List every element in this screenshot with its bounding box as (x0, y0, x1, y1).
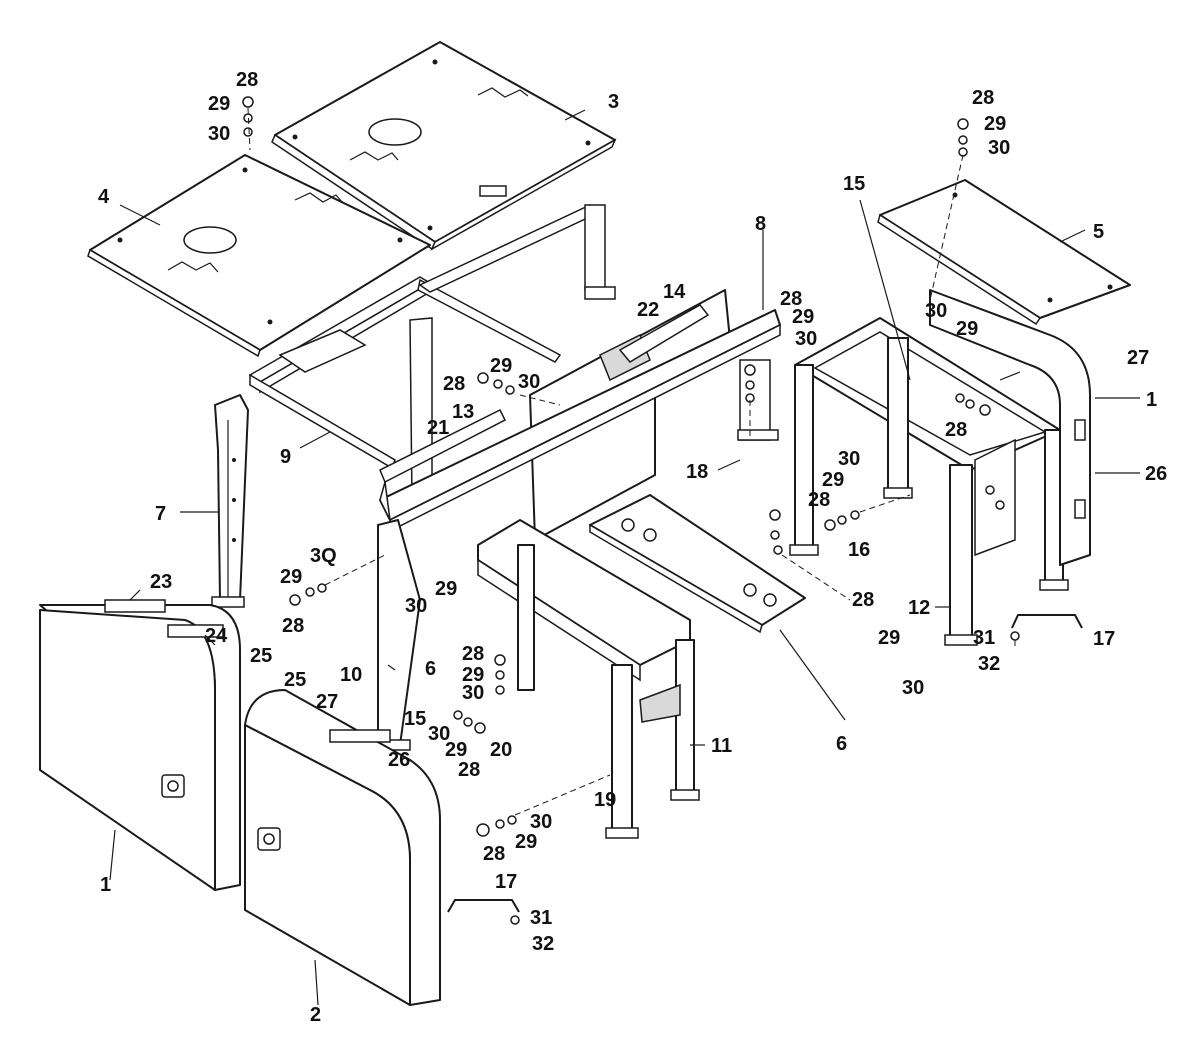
callout-label: 15 (404, 708, 426, 730)
center-panels (529, 289, 779, 541)
callout-label: 23 (150, 571, 172, 593)
callout-label: 14 (663, 281, 686, 303)
handle-17-right (1011, 614, 1083, 629)
callout-label: 30 (428, 723, 450, 745)
callout-label: 5 (1093, 221, 1104, 243)
part-3-top-plate (271, 41, 617, 251)
callout-label: 25 (250, 645, 272, 667)
callout-label: 13 (452, 401, 474, 423)
part-7-leg (211, 394, 249, 608)
callout-label: 30 (530, 811, 552, 833)
callout-labels: 28 29 30 3 4 28 29 30 5 15 8 22 14 28 29… (98, 69, 1167, 1026)
part-11-front-frame (477, 519, 700, 839)
callout-label: 29 (792, 306, 814, 328)
callout-label: 29 (280, 566, 302, 588)
callout-label: 19 (594, 789, 616, 811)
callout-label: 26 (388, 749, 410, 771)
rear-frame (248, 204, 616, 501)
callout-label: 30 (518, 371, 540, 393)
callout-label: 21 (427, 417, 449, 439)
callout-label: 30 (902, 677, 924, 699)
callout-label: 17 (1093, 628, 1115, 650)
callout-label: 30 (462, 682, 484, 704)
callout-label: 20 (490, 739, 512, 761)
callout-label: 2 (310, 1004, 321, 1026)
callout-label: 26 (1145, 463, 1167, 485)
callout-label: 6 (425, 658, 436, 680)
callout-label: 28 (458, 759, 480, 781)
part-6-mid-plate (589, 494, 806, 634)
callout-label: 27 (316, 691, 338, 713)
callout-label: 4 (98, 186, 110, 208)
callout-label: 30 (988, 137, 1010, 159)
callout-label: 29 (462, 664, 484, 686)
callout-label: 10 (340, 664, 362, 686)
callout-label: 1 (1146, 389, 1157, 411)
callout-label: 30 (208, 123, 230, 145)
part-2-center-door (244, 689, 441, 1006)
assembly-lines (247, 107, 1016, 816)
callout-label: 29 (208, 93, 230, 115)
callout-label: 28 (462, 643, 484, 665)
callout-label: 28 (945, 419, 967, 441)
callout-label: 12 (908, 597, 930, 619)
handle-17-left (447, 899, 520, 913)
callout-label: 6 (836, 733, 847, 755)
callout-label: 8 (755, 213, 766, 235)
callout-label: 16 (848, 539, 870, 561)
bolt-stacks (242, 96, 1020, 925)
callout-label: 29 (822, 469, 844, 491)
callout-label: 24 (205, 625, 228, 647)
callout-label: 11 (711, 735, 732, 757)
callout-label: 28 (972, 87, 994, 109)
callout-label: 32 (532, 933, 554, 955)
callout-label: 29 (435, 578, 457, 600)
long-beam (371, 309, 781, 751)
callout-label: 18 (686, 461, 708, 483)
callout-label: 15 (843, 173, 865, 195)
callout-label: 29 (878, 627, 900, 649)
callout-label: 31 (530, 907, 552, 929)
callout-label: 29 (515, 831, 537, 853)
callout-label: 31 (973, 627, 995, 649)
callout-label: 30 (405, 595, 427, 617)
callout-label: 30 (838, 448, 860, 470)
callout-label: 29 (490, 355, 512, 377)
callout-label: 30 (795, 328, 817, 350)
part-5-top-plate (877, 179, 1131, 326)
callout-label: 28 (852, 589, 874, 611)
callout-label: 28 (282, 615, 304, 637)
callout-label: 7 (155, 503, 166, 525)
callout-label: 29 (956, 318, 978, 340)
callout-label: 3Q (310, 545, 337, 567)
callout-label: 28 (236, 69, 258, 91)
part-4-top-plate (87, 154, 431, 358)
callout-label: 1 (100, 874, 111, 896)
callout-label: 3 (608, 91, 619, 113)
callout-label: 28 (483, 843, 505, 865)
callout-label: 28 (808, 489, 830, 511)
callout-label: 17 (495, 871, 517, 893)
callout-label: 27 (1127, 347, 1149, 369)
callout-label: 32 (978, 653, 1000, 675)
callout-label: 29 (984, 113, 1006, 135)
part-1-left-door (39, 599, 241, 891)
callout-label: 30 (925, 300, 947, 322)
callout-label: 28 (443, 373, 465, 395)
callout-label: 25 (284, 669, 306, 691)
callout-label: 29 (445, 739, 467, 761)
callout-label: 28 (780, 288, 802, 310)
part-26-right-cover (929, 289, 1091, 566)
callout-label: 9 (280, 446, 291, 468)
callout-label: 22 (637, 299, 659, 321)
leader-lines (109, 109, 1140, 1006)
